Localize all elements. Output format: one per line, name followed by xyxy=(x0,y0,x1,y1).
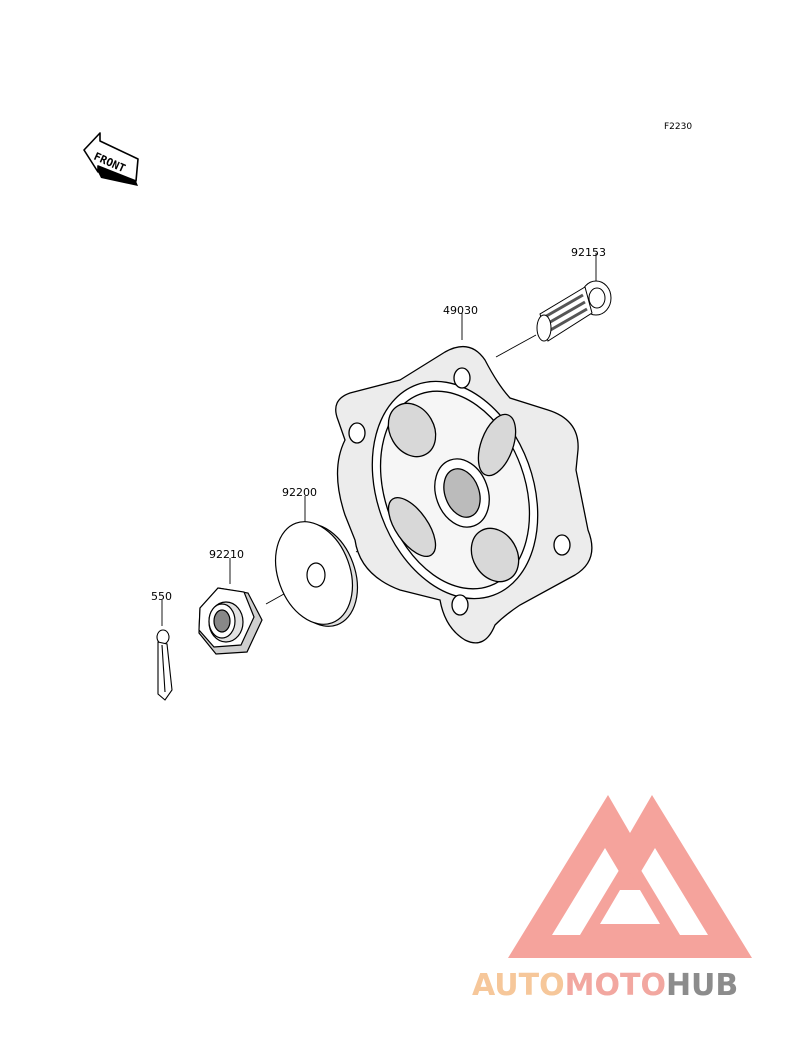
front-arrow-icon: FRONT xyxy=(83,132,139,186)
watermark-text: AUTOMOTOHUB xyxy=(472,968,738,1003)
part-label-92153: 92153 xyxy=(571,246,606,259)
nut-92210 xyxy=(198,587,263,655)
part-label-92200: 92200 xyxy=(282,486,317,499)
watermark-part-3: HUB xyxy=(666,968,738,1003)
part-label-550: 550 xyxy=(151,590,172,603)
stud-bolt-92153 xyxy=(536,280,612,342)
cotter-pin-550 xyxy=(156,629,173,701)
washer-92200 xyxy=(275,521,358,627)
watermark-part-2: MOTO xyxy=(565,968,666,1003)
figure-code: F2230 xyxy=(664,122,692,132)
part-label-49030: 49030 xyxy=(443,304,478,317)
hub-49030 xyxy=(335,345,593,644)
automotohub-logo-icon xyxy=(508,795,752,958)
part-label-92210: 92210 xyxy=(209,548,244,561)
watermark-part-1: AUTO xyxy=(472,968,565,1003)
